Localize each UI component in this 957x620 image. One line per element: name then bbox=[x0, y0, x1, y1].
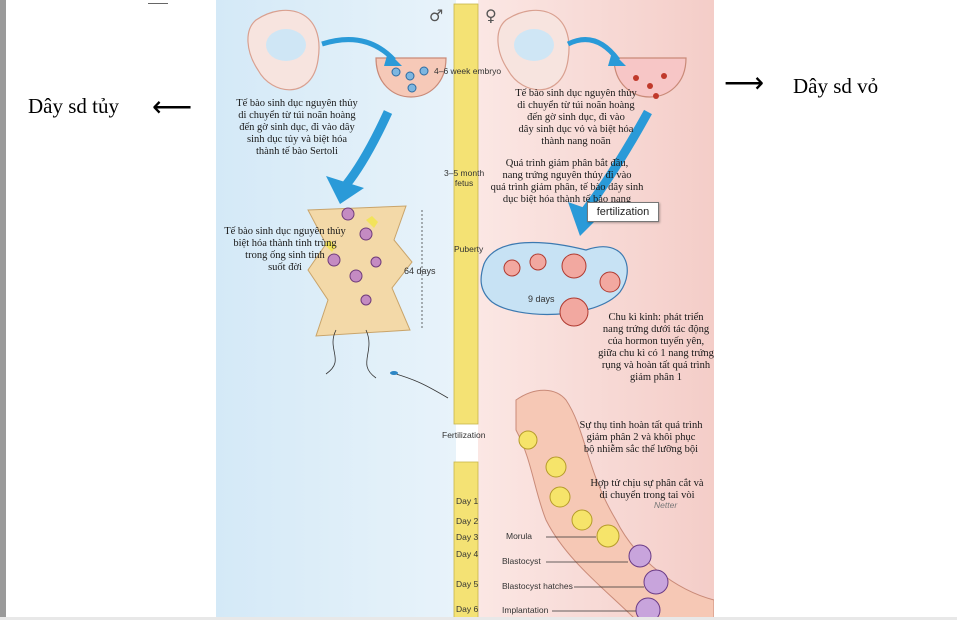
stage-label-blastocyst-hatches: Blastocyst hatches bbox=[502, 581, 573, 591]
day-label: Day 1 bbox=[456, 496, 479, 506]
stage-label-implantation: Implantation bbox=[502, 605, 549, 615]
gametogenesis-figure: ♂ ♀ 4–6 week embryo 3–5 month fetus Pube… bbox=[216, 0, 714, 620]
left-arrow-icon: ⟵ bbox=[152, 92, 193, 123]
day-label: Day 2 bbox=[456, 516, 479, 526]
top-edge-fragment bbox=[148, 0, 168, 4]
female-caption-cycle: Chu kì kinh: phát triển nang trứng dưới … bbox=[598, 312, 714, 383]
female-duration-label: 9 days bbox=[528, 294, 555, 304]
female-caption-migration: Tế bào sinh dục nguyên thủy di chuyển từ… bbox=[515, 88, 637, 147]
bottom-edge bbox=[0, 617, 957, 620]
day-label: Day 4 bbox=[456, 549, 479, 559]
male-caption-spermatogenesis: Tế bào sinh dục nguyên thủy biệt hóa thà… bbox=[224, 226, 346, 273]
timeline-fertilization-label: Fertilization bbox=[442, 430, 486, 440]
timeline-puberty-label: Puberty bbox=[454, 244, 484, 254]
day-label: Day 6 bbox=[456, 604, 479, 614]
timeline-week-label: 4–6 week embryo bbox=[434, 66, 502, 76]
female-caption-meiosis: Quá trình giảm phân bắt đầu, nang trứng … bbox=[490, 158, 644, 205]
female-caption-fertilization: Sự thụ tinh hoàn tất quá trình giảm phân… bbox=[579, 420, 703, 455]
male-caption-migration: Tế bào sinh dục nguyên thủy di chuyển từ… bbox=[236, 98, 358, 157]
day-label: Day 3 bbox=[456, 532, 479, 542]
hover-tooltip: fertilization bbox=[587, 202, 659, 222]
left-side-label: Dây sd tủy bbox=[28, 94, 119, 118]
male-symbol: ♂ bbox=[429, 6, 444, 25]
figure-artwork bbox=[216, 0, 714, 620]
right-side-label: Dây sd vỏ bbox=[793, 74, 879, 98]
female-caption-zygote: Hợp tử chịu sự phân cắt và di chuyển tro… bbox=[590, 478, 704, 501]
stage-label-blastocyst: Blastocyst bbox=[502, 556, 541, 566]
female-symbol: ♀ bbox=[485, 6, 497, 25]
day-label: Day 5 bbox=[456, 579, 479, 589]
right-arrow-icon: ⟶ bbox=[724, 68, 765, 99]
male-duration-label: 64 days bbox=[404, 266, 436, 276]
artist-signature: Netter bbox=[654, 500, 678, 510]
timeline-month-label: 3–5 month fetus bbox=[444, 168, 485, 188]
window-left-border bbox=[0, 0, 6, 620]
stage-label-morula: Morula bbox=[506, 531, 532, 541]
